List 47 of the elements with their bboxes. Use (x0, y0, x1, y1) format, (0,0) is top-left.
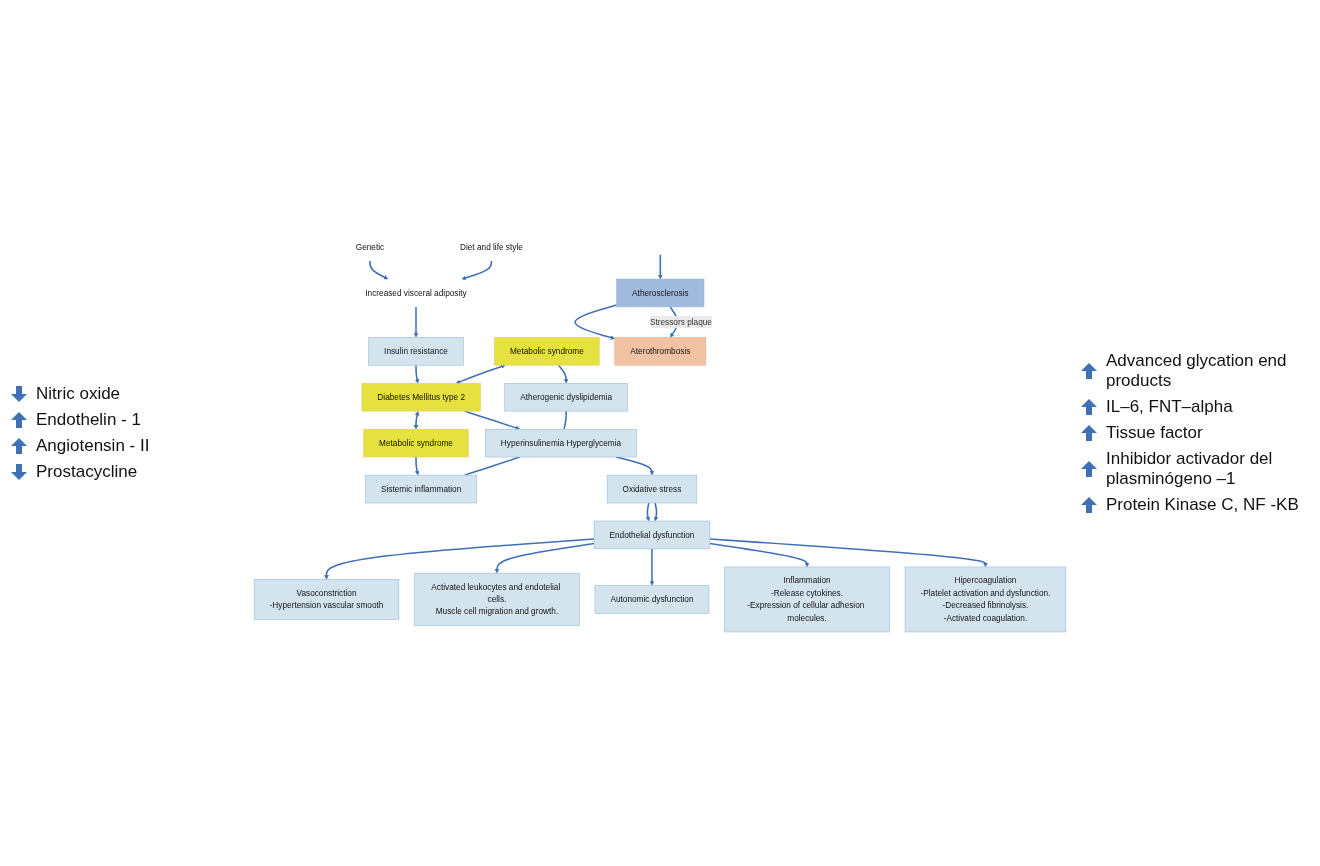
factor-label: Prostacycline (36, 462, 138, 482)
arrow (414, 456, 420, 476)
arrow (709, 538, 988, 568)
arrow (455, 364, 506, 385)
node-text: Increased visceral adiposity (365, 288, 467, 298)
edge-label: Stressors plaque (649, 317, 712, 327)
node-box: Insulin resistance (368, 337, 464, 366)
node-box: Hyperinsulinemia Hyperglycemia (485, 429, 637, 458)
arrow (709, 543, 810, 568)
factor-label: Tissue factor (1106, 423, 1203, 443)
factor-label: Endothelin - 1 (36, 410, 141, 430)
node-box: Oxidative stress (606, 475, 698, 504)
node-box: Vasoconstriction -Hypertension vascular smooth (253, 579, 400, 621)
arrow (645, 502, 651, 522)
node-box: Aterothrombosis (614, 337, 707, 366)
node-box: Endothelial dysfunction (593, 521, 711, 550)
arrow (324, 538, 595, 580)
factor-label: Nitric oxide (36, 384, 121, 404)
arrow (557, 364, 569, 384)
arrow (649, 548, 655, 587)
node-box: Metabolic syndrome (363, 429, 469, 458)
arrow (658, 254, 663, 280)
arrow (369, 260, 389, 280)
arrow (494, 543, 595, 574)
node-box: Atherosclerosis (616, 279, 705, 308)
node-box: Inflammation -Release cytokines. -Expression of cellular adhesion molecules. (724, 567, 890, 633)
connector (563, 410, 567, 431)
arrow (414, 364, 420, 384)
factor-label: Protein Kinase C, NF -KB (1106, 495, 1299, 515)
node-text: Genetic (355, 242, 385, 252)
arrow (574, 304, 618, 341)
node-box: Atherogenic dyslipidemia (504, 383, 628, 412)
node-text: Diet and life style (459, 242, 523, 252)
node-box: Autonomic dysfunction (594, 585, 710, 615)
node-box: Diabetes Mellitus type 2 (361, 383, 481, 412)
arrow (461, 260, 493, 281)
arrow (413, 411, 420, 430)
node-box: Metabolic syndrome (494, 337, 600, 366)
arrow (653, 502, 659, 522)
arrow (413, 306, 419, 338)
factor-label: Inhibidor activador del plasminógeno –1 (1106, 449, 1274, 489)
node-box: Activated leukocytes and endotelial cells. Muscle cell migration and growth. (414, 573, 580, 627)
factor-label: Advanced glycation end products (1106, 351, 1288, 391)
factor-label: IL–6, FNT–alpha (1106, 397, 1233, 417)
node-box: Sistemic inflammation (365, 475, 478, 504)
factor-label: Angiotensin - II (36, 436, 150, 456)
node-box: Hipercoagulation -Platelet activation and dysfunction. -Decreased fibrinolysis. -Activated coagulation. (904, 567, 1067, 633)
